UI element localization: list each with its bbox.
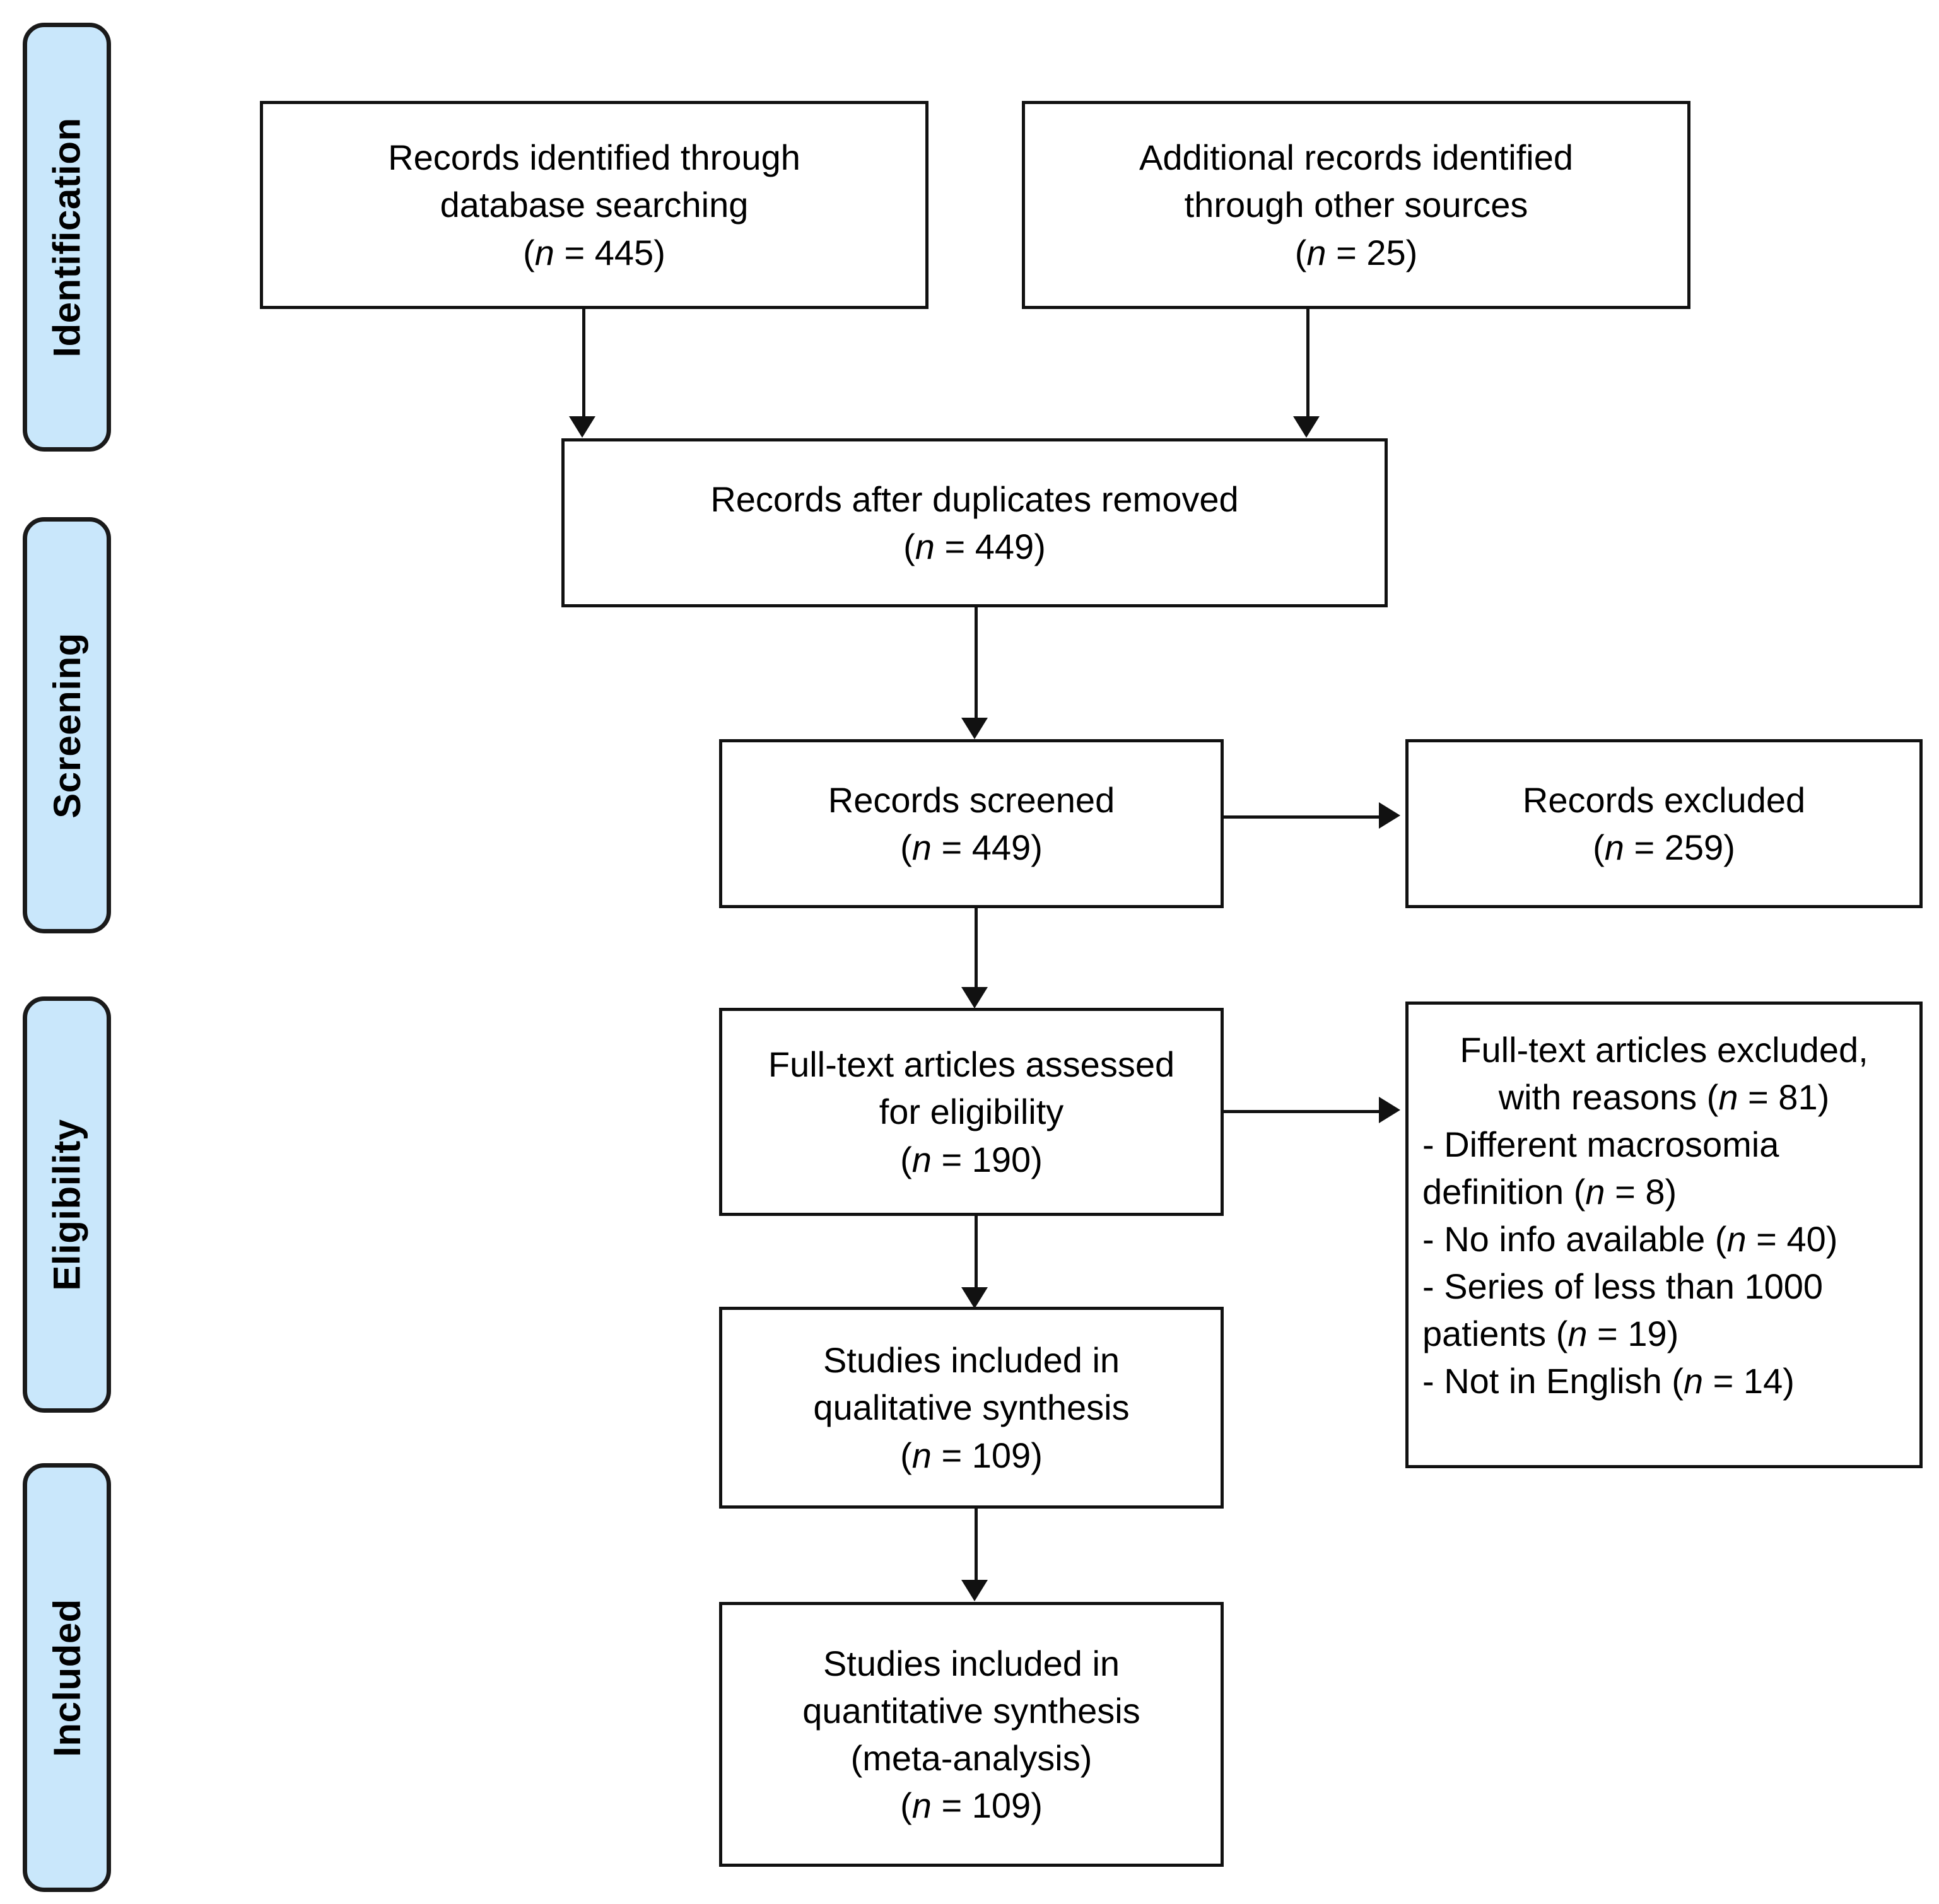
box-count: (n = 449) [900, 827, 1043, 867]
box-count: (n = 190) [900, 1139, 1043, 1179]
box-line-1: Studies included in [823, 1643, 1120, 1683]
connector-line-fulltext-to-excluded-reasons [1224, 1110, 1381, 1113]
box-line-2: for eligibility [879, 1092, 1064, 1132]
connector-arrow-screened-to-fulltext [961, 987, 988, 1008]
box-records-identified-other-sources: Additional records identified through ot… [1022, 101, 1690, 309]
box-line-2: database searching [440, 185, 749, 225]
box-count: (n = 109) [900, 1435, 1043, 1475]
exclusion-reason-item: - Not in English (n = 14) [1422, 1361, 1795, 1401]
box-records-identified-database: Records identified through database sear… [260, 101, 928, 309]
exclusion-reason-item: - Series of less than 1000 patients (n =… [1422, 1266, 1824, 1354]
box-count: (n = 109) [900, 1785, 1043, 1826]
connector-arrow-fulltext-to-qualitative [961, 1287, 988, 1309]
connector-arrow-qualitative-to-quantitative [961, 1580, 988, 1601]
box-line-2: quantitative synthesis [802, 1690, 1140, 1731]
connector-arrow-database-to-duplicates [569, 416, 595, 438]
box-line-1: Full-text articles assessed [768, 1044, 1175, 1085]
box-line-1: Records screened [828, 780, 1115, 820]
connector-line-duplicates-to-screened [975, 607, 978, 721]
connector-arrow-other-to-duplicates [1293, 416, 1320, 438]
connector-arrow-fulltext-to-excluded-reasons [1379, 1097, 1400, 1123]
stage-pill-included: Included [23, 1463, 111, 1892]
box-quantitative-synthesis: Studies included in quantitative synthes… [719, 1602, 1224, 1867]
box-line-3: (meta-analysis) [850, 1738, 1093, 1778]
stage-label-included: Included [45, 1598, 88, 1757]
connector-line-fulltext-to-qualitative [975, 1216, 978, 1290]
exclusion-reason-item: - No info available (n = 40) [1422, 1219, 1838, 1259]
stage-label-identification: Identification [45, 117, 88, 358]
box-line-2: with reasons (n = 81) [1498, 1077, 1830, 1118]
box-line-1: Records identified through [388, 137, 800, 178]
box-records-screened: Records screened (n = 449) [719, 739, 1224, 908]
connector-arrow-screened-to-excluded [1379, 802, 1400, 829]
box-count: (n = 25) [1294, 232, 1418, 272]
box-line-1: Records after duplicates removed [710, 479, 1239, 519]
stage-label-screening: Screening [45, 632, 88, 819]
stage-pill-eligibility: Eligibility [23, 996, 111, 1413]
exclusion-reason-item: - Different macrosomia definition (n = 8… [1422, 1124, 1779, 1212]
connector-line-qualitative-to-quantitative [975, 1509, 978, 1583]
box-line-2: through other sources [1184, 185, 1528, 225]
connector-arrow-duplicates-to-screened [961, 718, 988, 739]
box-count: (n = 449) [903, 527, 1046, 566]
box-count: (n = 445) [523, 232, 665, 272]
stage-pill-screening: Screening [23, 517, 111, 933]
box-line-1: Records excluded [1522, 780, 1806, 820]
box-records-after-duplicates: Records after duplicates removed (n = 44… [561, 438, 1388, 607]
box-line-2: qualitative synthesis [813, 1387, 1130, 1428]
box-line-1: Additional records identified [1139, 137, 1573, 178]
connector-line-screened-to-fulltext [975, 908, 978, 990]
stage-label-eligibility: Eligibility [45, 1118, 88, 1291]
box-line-1: Studies included in [823, 1340, 1120, 1381]
connector-line-database-to-duplicates [582, 309, 585, 419]
box-qualitative-synthesis: Studies included in qualitative synthesi… [719, 1307, 1224, 1509]
box-line-1: Full-text articles excluded, [1460, 1030, 1868, 1070]
box-records-excluded: Records excluded (n = 259) [1405, 739, 1923, 908]
connector-line-screened-to-excluded [1224, 815, 1381, 819]
box-count: (n = 259) [1593, 827, 1735, 867]
stage-pill-identification: Identification [23, 23, 111, 452]
box-fulltext-excluded-reasons: Full-text articles excluded, with reason… [1405, 1002, 1923, 1468]
box-fulltext-assessed: Full-text articles assessed for eligibil… [719, 1008, 1224, 1216]
connector-line-other-to-duplicates [1306, 309, 1309, 419]
